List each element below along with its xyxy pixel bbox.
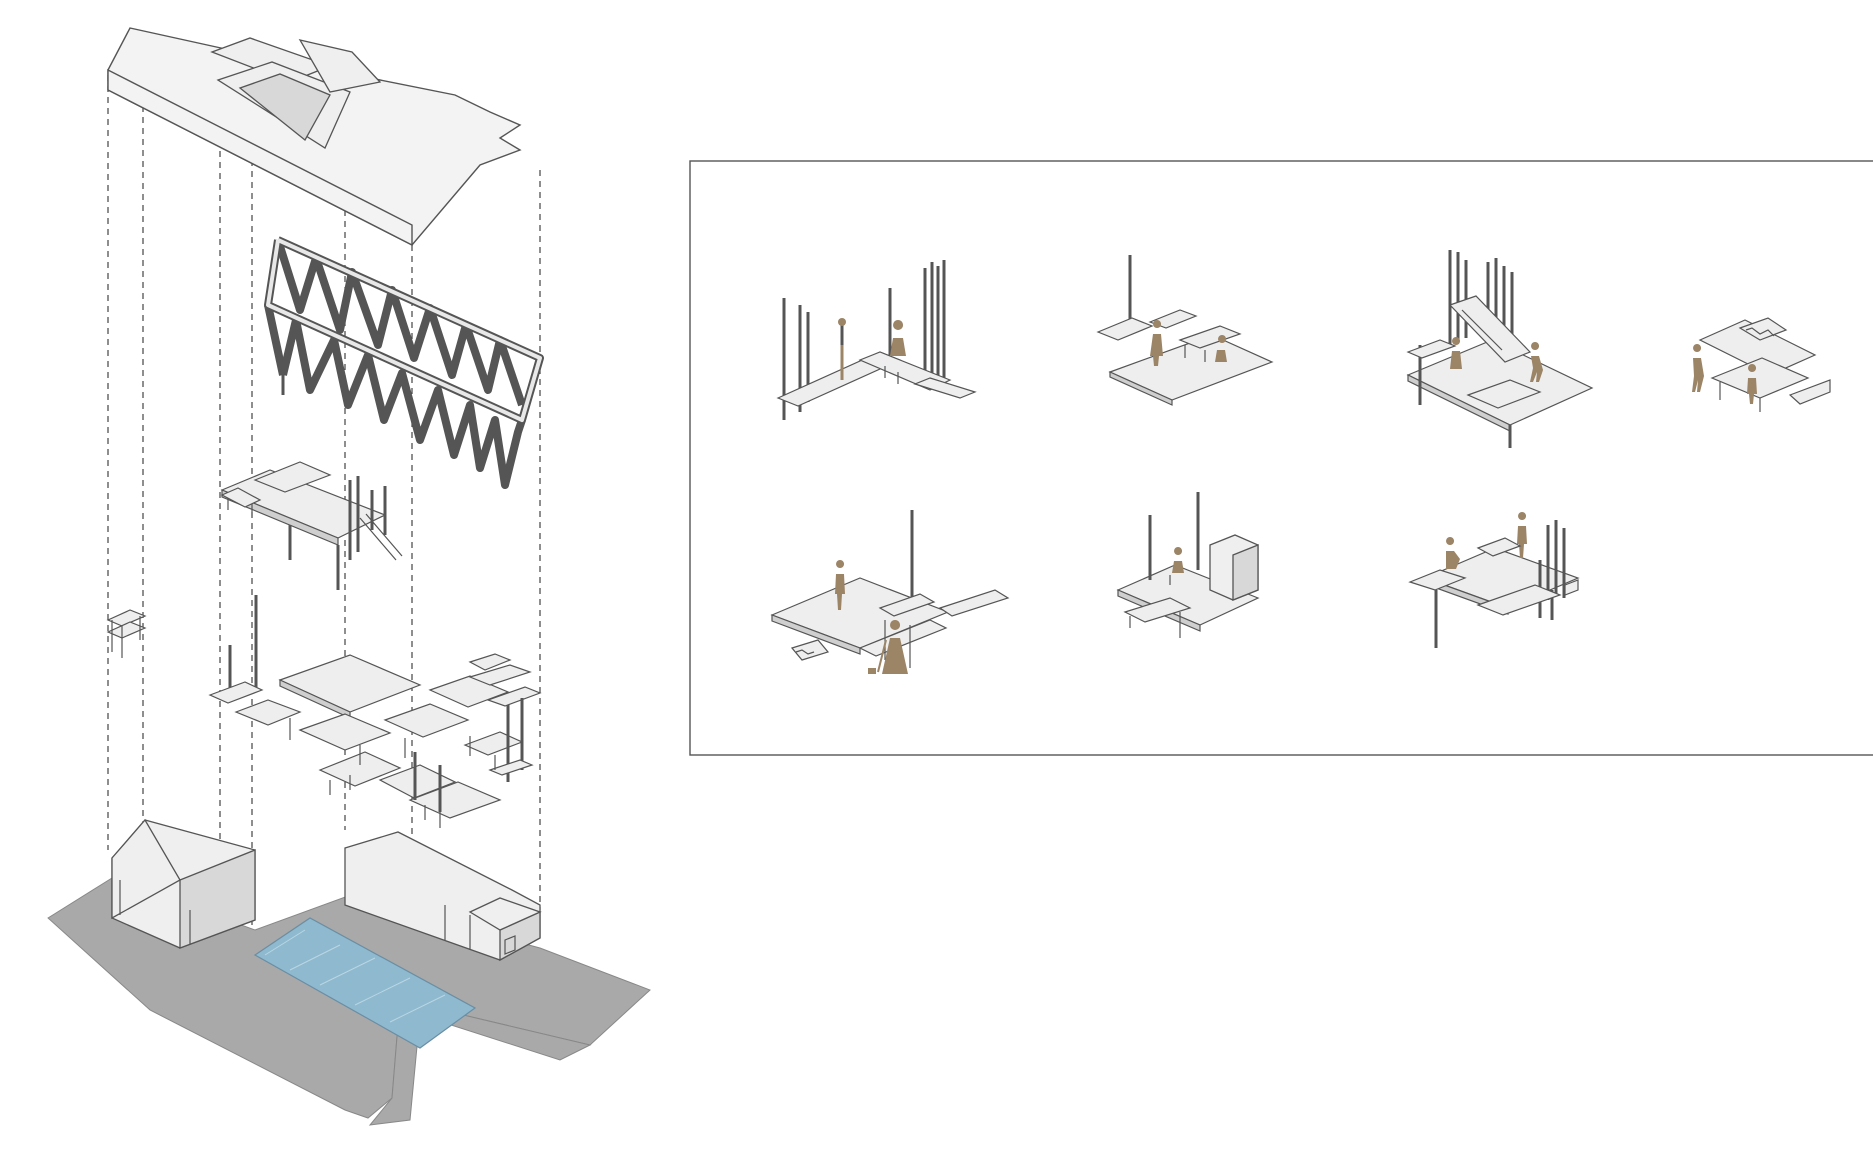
vignette-panel xyxy=(689,160,1873,756)
base-layer xyxy=(47,818,651,1126)
vignette-5 xyxy=(770,510,1010,674)
upper-floor-layer xyxy=(220,461,403,590)
pool xyxy=(253,917,477,1049)
truss-layer xyxy=(264,236,544,489)
vignette-1 xyxy=(776,260,977,420)
vignette-7 xyxy=(1408,512,1580,648)
exploded-axonometric xyxy=(47,27,651,1126)
roof-layer xyxy=(107,27,522,247)
panel-frame xyxy=(689,160,1873,756)
vignette-3 xyxy=(1406,250,1594,448)
vignette-4 xyxy=(1692,317,1831,412)
vignette-2 xyxy=(1096,255,1274,406)
detached-bench-left xyxy=(106,609,147,658)
ground-floor-layer xyxy=(208,595,542,828)
vignette-6 xyxy=(1116,492,1260,638)
